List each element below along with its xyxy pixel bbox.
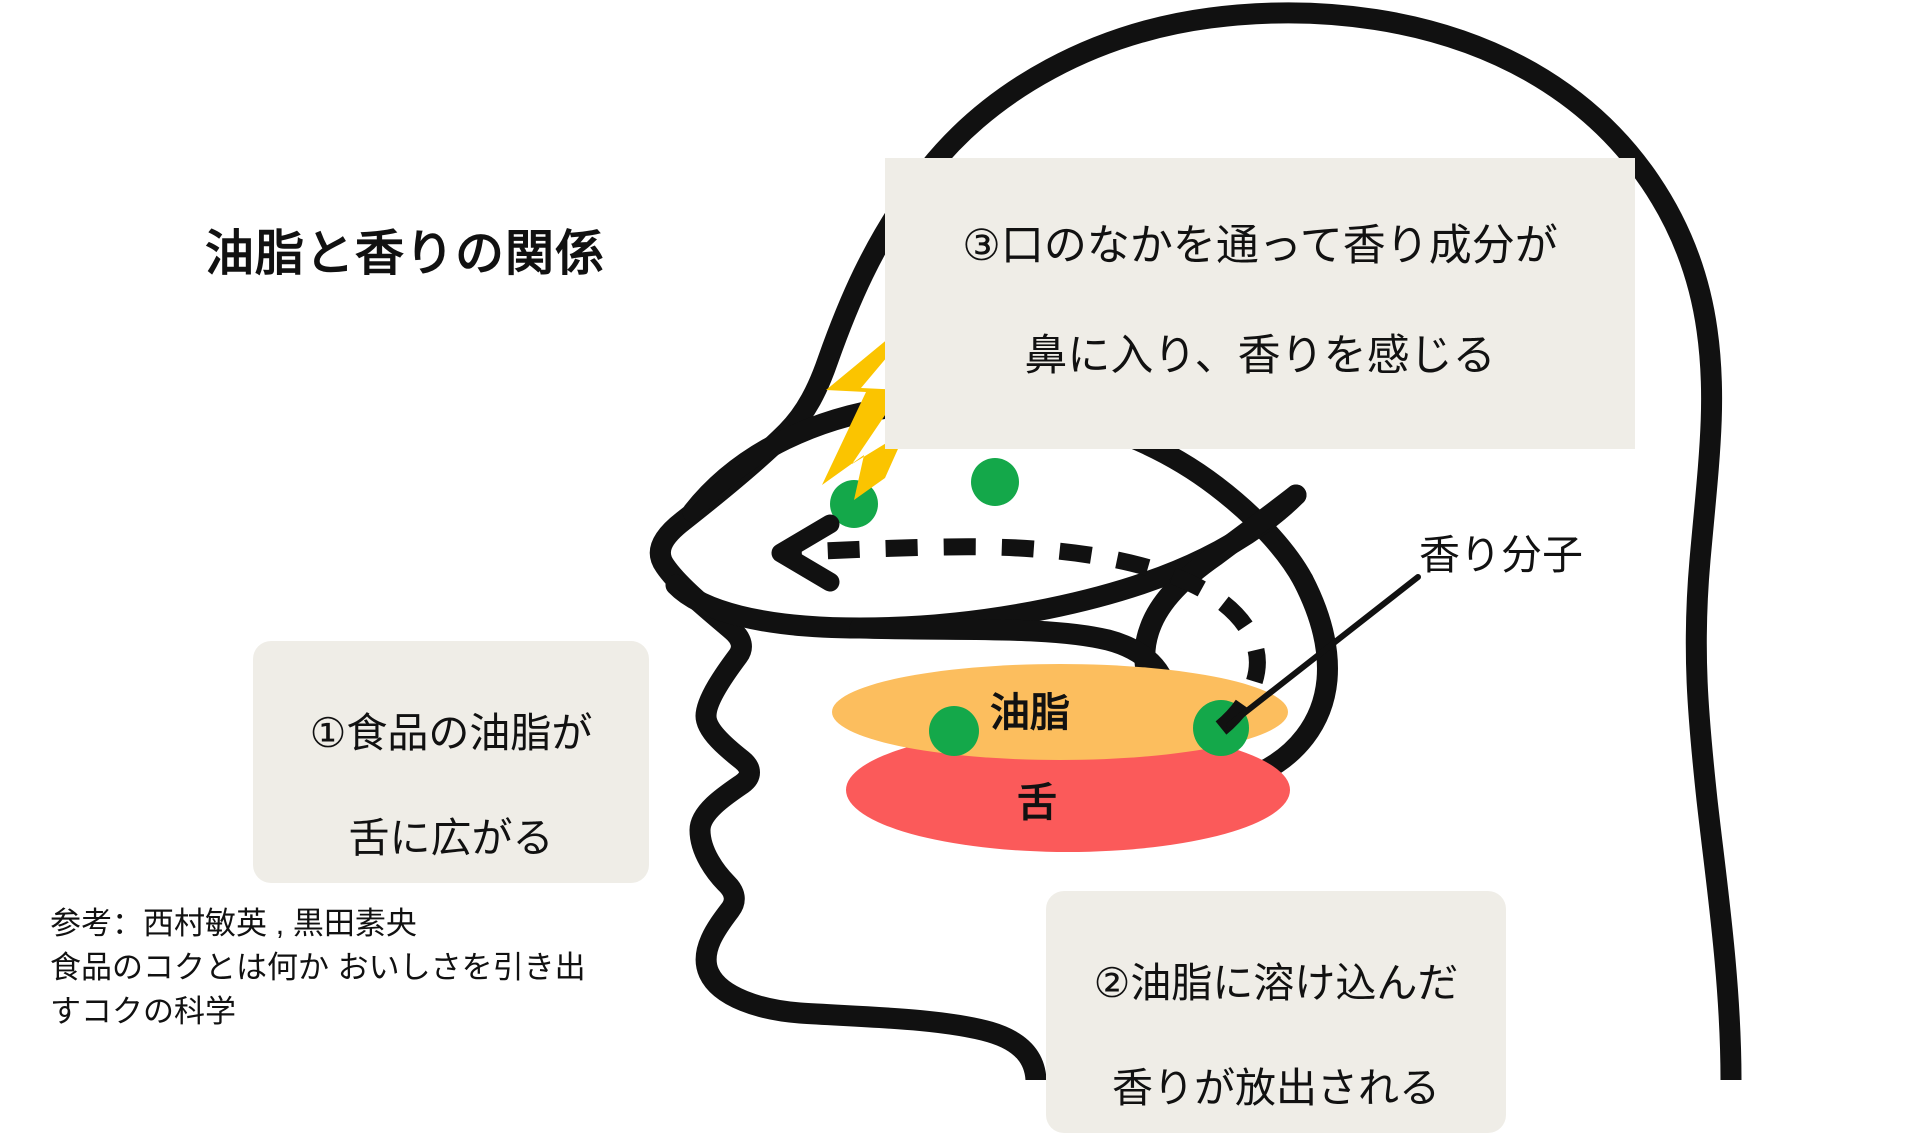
head-profile-illustration: [650, 2, 1742, 1080]
reference-citation: 参考：西村敏英 , 黒田素央 食品のコクとは何か おいしさを引き出 すコクの科学: [50, 906, 586, 1030]
callout-step-3-line1: ③口のなかを通って香り成分が: [885, 219, 1635, 275]
callout-step-2: ②油脂に溶け込んだ 香りが放出される: [1046, 891, 1506, 1133]
callout-step-1-line2: 舌に広がる: [348, 815, 554, 862]
diagram-canvas: 油脂と香りの関係 ③口のなかを通って香り成分が 鼻に入り、香りを感じる ①食品の…: [50, 2, 1742, 1133]
oil-layer-label: 油脂: [990, 691, 1070, 735]
callout-step-3: ③口のなかを通って香り成分が 鼻に入り、香りを感じる: [885, 158, 1635, 450]
aroma-molecule-label: 香り分子: [1419, 532, 1583, 578]
lightning-bolt-icon: [822, 300, 935, 500]
callout-step-1: ①食品の油脂が 舌に広がる: [253, 641, 649, 883]
green-molecule-dot-oil-left: [929, 706, 979, 756]
green-molecule-dot-nasal-right: [971, 458, 1019, 506]
callout-step-2-line2: 香りが放出される: [1112, 1065, 1440, 1112]
tongue-label: 舌: [1017, 781, 1057, 825]
molecule-leader-line: [1226, 574, 1421, 728]
tongue-shape: [846, 728, 1290, 852]
green-molecule-dot-nasal-left: [830, 480, 878, 528]
page-title: 油脂と香りの関係: [205, 227, 606, 281]
airflow-arrowhead-icon: [771, 514, 840, 592]
callout-step-2-line1: ②油脂に溶け込んだ: [1093, 960, 1459, 1007]
callout-step-1-line1: ①食品の油脂が: [309, 710, 593, 757]
callout-step-3-line2: 鼻に入り、香りを感じる: [1024, 332, 1496, 381]
dashed-airflow-path: [781, 538, 1266, 735]
